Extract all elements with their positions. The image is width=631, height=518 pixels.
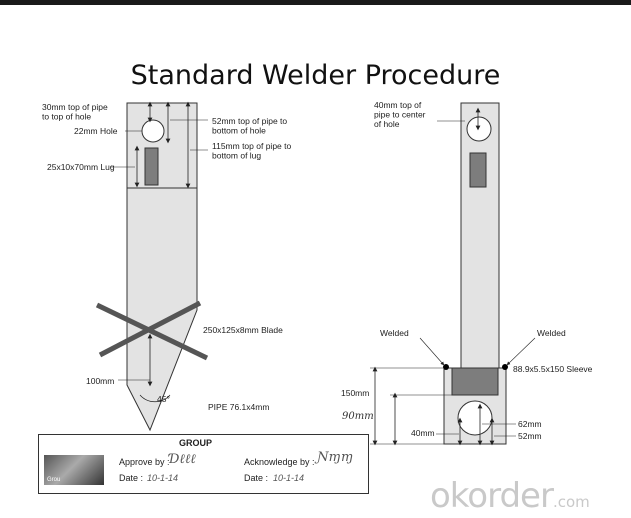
weld-dot-right xyxy=(502,364,508,370)
label-lug: 25x10x70mm Lug xyxy=(47,162,115,172)
label-dim-52: 52mm xyxy=(518,431,542,441)
watermark-brand: okorder xyxy=(430,476,554,516)
date-value-2: 10-1-14 xyxy=(273,473,305,483)
blade-x-line-2 xyxy=(98,300,202,358)
label-dim-100: 100mm xyxy=(86,376,114,386)
label-hole: 22mm Hole xyxy=(74,126,118,136)
label-dim-150: 150mm xyxy=(341,388,369,398)
acknowledge-signature: Ɲɱɱ xyxy=(317,450,354,465)
acknowledge-label: Acknowledge by : xyxy=(244,457,315,467)
leader-welded-left xyxy=(419,337,445,366)
approve-signature: Ɗℓℓℓ xyxy=(169,452,196,467)
weld-dot-left xyxy=(443,364,449,370)
top-border-bar xyxy=(0,0,631,5)
label-welded-right: Welded xyxy=(537,328,566,338)
date-label-1: Date : xyxy=(119,473,144,483)
stamp-company: GROUP xyxy=(179,438,213,448)
blade-x-line-1 xyxy=(95,302,209,361)
stamp-logo-text: Grou xyxy=(47,477,61,483)
label-welded-left: Welded xyxy=(380,328,409,338)
label-angle: 45° xyxy=(157,394,170,404)
label-blade: 250x125x8mm Blade xyxy=(203,325,283,335)
watermark: okorder.com xyxy=(430,476,590,516)
label-sleeve: 88.9x5.5x150 Sleeve xyxy=(513,364,593,374)
right-pipe xyxy=(460,102,500,394)
approve-label: Approve by : xyxy=(119,457,170,467)
right-pipe-slot xyxy=(469,152,487,188)
page-title: Standard Welder Procedure xyxy=(130,60,501,91)
leader-welded-right xyxy=(506,337,536,366)
label-dim-40: 40mm xyxy=(411,428,435,438)
angle-arc xyxy=(139,394,171,403)
sleeve-hole xyxy=(457,400,493,436)
watermark-suffix: .com xyxy=(552,493,590,511)
label-dim-62: 62mm xyxy=(518,419,542,429)
approval-stamp: GROUP Grou Approve by : Ɗℓℓℓ Date : 10-1… xyxy=(38,434,369,494)
left-blade-body xyxy=(126,187,198,432)
date-label-2: Date : xyxy=(244,473,269,483)
left-hole xyxy=(141,119,165,143)
right-pipe-hole xyxy=(466,116,492,142)
label-dim-90: 90mm xyxy=(342,411,374,422)
left-pipe-top xyxy=(126,102,198,189)
stamp-logo: Grou xyxy=(44,455,104,485)
left-lug xyxy=(144,147,159,186)
sleeve-inner-pipe xyxy=(451,367,499,396)
label-pipe: PIPE 76.1x4mm xyxy=(208,402,269,412)
date-value-1: 10-1-14 xyxy=(147,473,179,483)
